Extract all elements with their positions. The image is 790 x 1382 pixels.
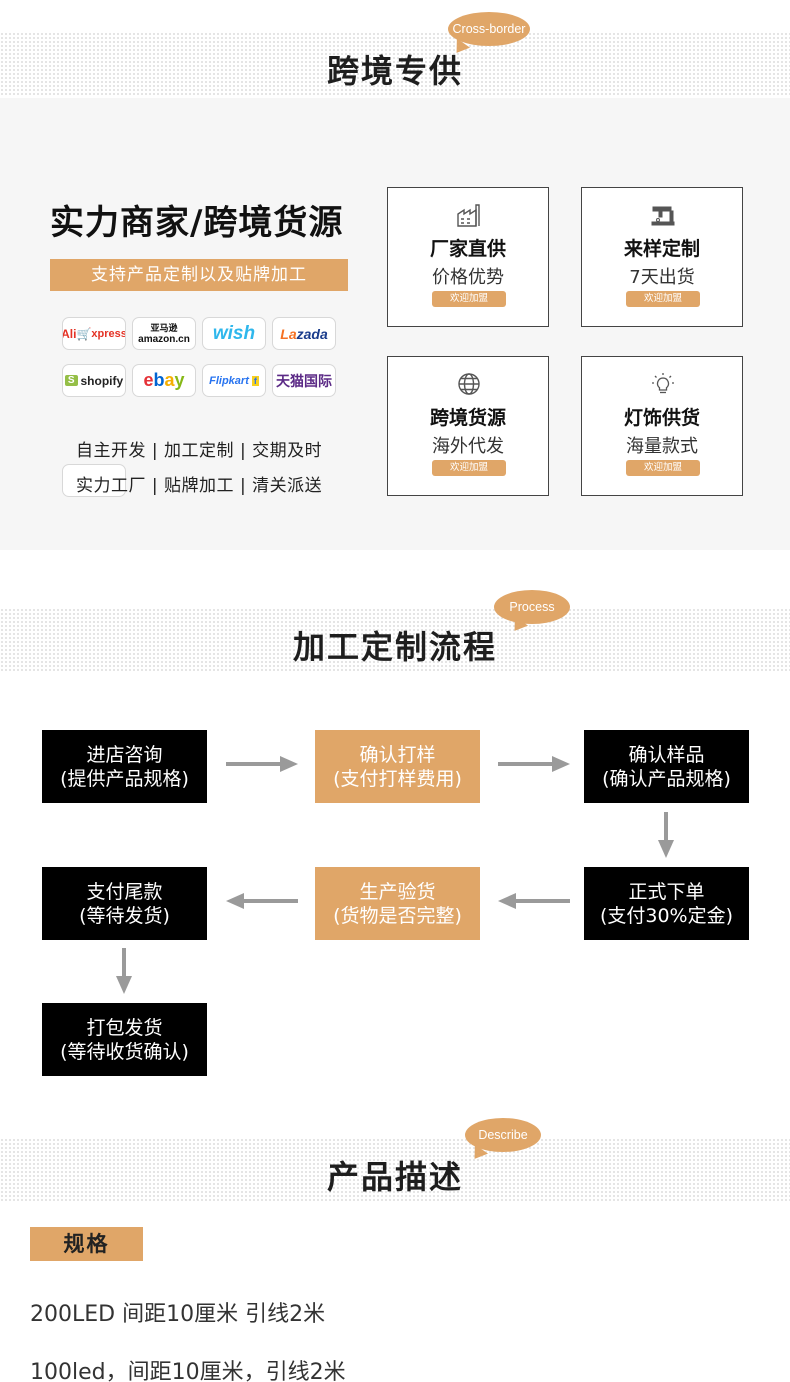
step-title: 进店咨询	[86, 743, 163, 766]
step-title: 生产验货	[359, 880, 436, 903]
step-title: 支付尾款	[86, 880, 163, 903]
supply-section-title: 跨境专供	[326, 52, 463, 90]
step-packing-shipping: 打包发货 (等待收货确认)	[42, 1003, 207, 1076]
arrow-left-icon	[226, 893, 298, 909]
card-title: 灯饰供货	[623, 407, 700, 429]
step-production-inspection: 生产验货 (货物是否完整)	[315, 867, 480, 940]
lightbulb-icon	[652, 373, 674, 394]
join-button[interactable]: 欢迎加盟	[432, 291, 506, 307]
arrow-down-icon	[658, 812, 674, 858]
tmall-global-logo: 天猫国际	[272, 364, 336, 397]
card-title: 来样定制	[623, 238, 700, 260]
step-detail: (提供产品规格)	[60, 767, 189, 790]
step-confirm-proofing: 确认打样 (支付打样费用)	[315, 730, 480, 803]
card-subtitle: 价格优势	[432, 267, 504, 288]
shopify-logo	[62, 464, 126, 497]
spec-label: 规格	[30, 1227, 143, 1261]
aliexpress-logo: Ali🛒xpress	[62, 317, 126, 350]
spec-line-1: 200LED 间距10厘米 引线2米	[30, 1302, 326, 1327]
describe-section-header	[0, 1138, 790, 1202]
step-final-payment: 支付尾款 (等待发货)	[42, 867, 207, 940]
card-subtitle: 海外代发	[432, 436, 504, 457]
card-custom-sample[interactable]: 来样定制 7天出货 欢迎加盟	[581, 187, 743, 327]
feature-line-2: 实力工厂 | 贴牌加工 | 清关派送	[76, 476, 323, 496]
step-title: 正式下单	[628, 880, 705, 903]
describe-bubble: Describe	[465, 1118, 541, 1152]
step-detail: (等待收货确认)	[60, 1040, 189, 1063]
arrow-right-icon	[226, 756, 298, 772]
spec-line-2: 100led，间距10厘米，引线2米	[30, 1360, 346, 1382]
card-subtitle: 7天出货	[629, 267, 695, 288]
feature-line-1: 自主开发 | 加工定制 | 交期及时	[76, 441, 323, 461]
process-section-title: 加工定制流程	[292, 628, 497, 666]
step-title: 打包发货	[86, 1016, 163, 1039]
card-factory-direct[interactable]: 厂家直供 价格优势 欢迎加盟	[387, 187, 549, 327]
card-lighting-supply[interactable]: 灯饰供货 海量款式 欢迎加盟	[581, 356, 743, 496]
wish-logo: wish	[202, 317, 266, 350]
supply-headline: 实力商家/跨境货源	[50, 203, 344, 243]
arrow-left-icon	[498, 893, 570, 909]
step-detail: (确认产品规格)	[602, 767, 731, 790]
step-detail: (货物是否完整)	[333, 904, 462, 927]
factory-icon	[457, 204, 480, 227]
supply-section-header	[0, 32, 790, 96]
step-detail: (等待发货)	[79, 904, 170, 927]
join-button[interactable]: 欢迎加盟	[626, 291, 700, 307]
arrow-right-icon	[498, 756, 570, 772]
globe-icon	[458, 373, 480, 395]
card-title: 厂家直供	[429, 238, 506, 260]
step-consult: 进店咨询 (提供产品规格)	[42, 730, 207, 803]
step-title: 确认打样	[359, 743, 436, 766]
step-title: 确认样品	[628, 743, 705, 766]
join-button[interactable]: 欢迎加盟	[432, 460, 506, 476]
step-place-order: 正式下单 (支付30%定金)	[584, 867, 749, 940]
customization-banner: 支持产品定制以及贴牌加工	[50, 259, 348, 291]
cross-border-bubble: Cross-border	[448, 12, 530, 46]
step-detail: (支付打样费用)	[333, 767, 462, 790]
card-title: 跨境货源	[429, 407, 506, 429]
card-subtitle: 海量款式	[626, 436, 698, 457]
arrow-down-icon	[116, 948, 132, 994]
process-bubble: Process	[494, 590, 570, 624]
card-cross-border-source[interactable]: 跨境货源 海外代发 欢迎加盟	[387, 356, 549, 496]
describe-section-title: 产品描述	[326, 1158, 463, 1196]
step-confirm-sample: 确认样品 (确认产品规格)	[584, 730, 749, 803]
step-detail: (支付30%定金)	[599, 904, 734, 927]
sewing-machine-icon	[651, 206, 675, 226]
process-section-header	[0, 608, 790, 672]
join-button[interactable]: 欢迎加盟	[626, 460, 700, 476]
